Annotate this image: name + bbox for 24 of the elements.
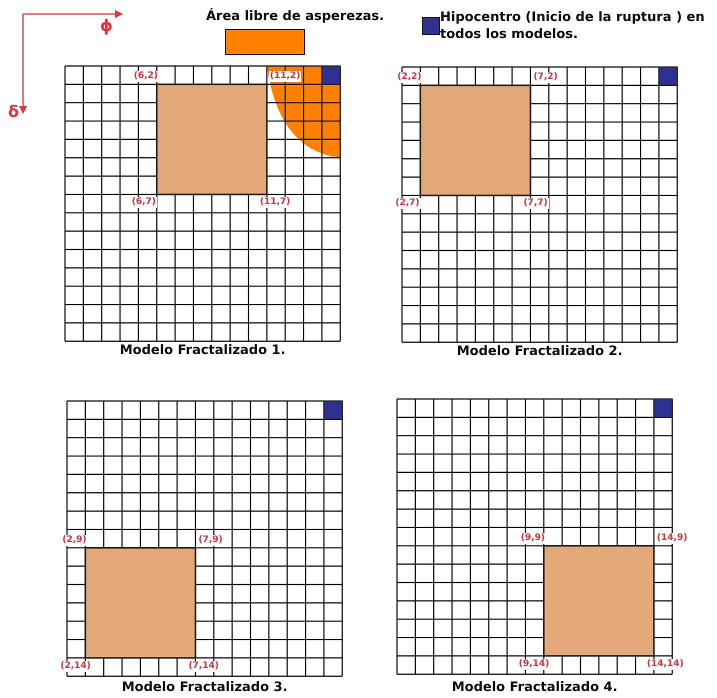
coordinate-label: (2,2) xyxy=(396,72,423,84)
coordinate-label: (9,9) xyxy=(520,532,546,544)
panel-title: Modelo Fractalizado 4. xyxy=(452,680,618,695)
coordinate-label: (2,9) xyxy=(61,534,88,546)
coordinate-label: (6,2) xyxy=(132,71,159,82)
coordinate-label: (2,7) xyxy=(394,198,421,210)
coordinate-label: (14,14) xyxy=(646,658,685,670)
legend-label: Área libre de asperezas. xyxy=(206,8,384,25)
legend-label: Hipocentro (Inicio de la ruptura ) en todos los modelos. xyxy=(440,9,706,43)
axis-label: ϕ xyxy=(100,16,113,35)
panel-title: Modelo Fractalizado 1. xyxy=(120,343,286,358)
panel-title: Modelo Fractalizado 2. xyxy=(456,344,623,359)
coordinate-label: (14,9) xyxy=(656,532,688,544)
panel-title: Modelo Fractalizado 3. xyxy=(122,680,288,695)
coordinate-label: (6,7) xyxy=(130,197,157,208)
coordinate-label: (7,9) xyxy=(197,534,224,546)
coordinate-label: (7,2) xyxy=(532,72,559,84)
coordinate-label: (7,14) xyxy=(187,660,220,672)
coordinate-label: (2,14) xyxy=(59,660,92,672)
coordinate-label: (11,2) xyxy=(268,71,302,82)
coordinate-label: (11,7) xyxy=(258,197,292,208)
coordinate-label: (7,7) xyxy=(522,198,549,210)
coordinate-label: (9,14) xyxy=(518,658,550,670)
axis-label: δ xyxy=(8,102,19,121)
